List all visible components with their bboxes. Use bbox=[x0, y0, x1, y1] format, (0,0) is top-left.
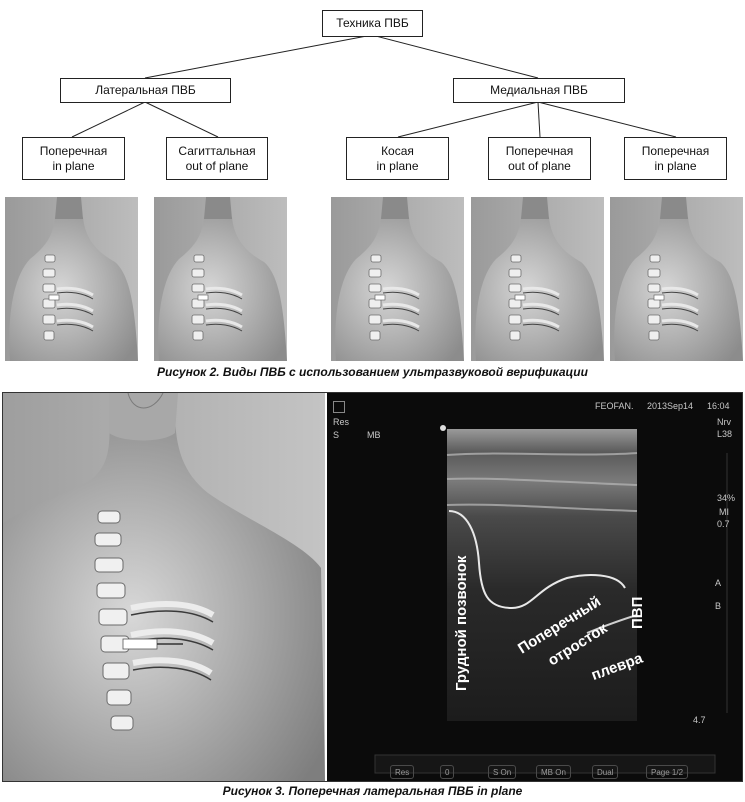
ultrasound-date: 2013Sep14 bbox=[647, 401, 694, 411]
ultrasound-name: FEOFAN. bbox=[595, 401, 634, 411]
ultrasound-icon-logo bbox=[333, 401, 345, 413]
us-bar-son: S On bbox=[488, 765, 517, 779]
tree-leaf-4: Поперечная out of plane bbox=[488, 137, 591, 180]
ultrasound-mb-label: MB bbox=[367, 430, 381, 440]
ultrasound-right-5: 0.7 bbox=[717, 519, 730, 529]
us-bar-page: Page 1/2 bbox=[646, 765, 689, 779]
ultrasound-depth: 4.7 bbox=[693, 715, 706, 725]
tree-leaf-5: Поперечная in plane bbox=[624, 137, 727, 180]
tree-leaf-3: Косая in plane bbox=[346, 137, 449, 180]
tree-medial-box: Медиальная ПВБ bbox=[453, 78, 625, 103]
label-thoracic-vertebra: Грудной позвонок bbox=[453, 555, 470, 691]
ultrasound-res-label: Res bbox=[333, 417, 350, 427]
ultrasound-right-2: L38 bbox=[717, 429, 733, 439]
us-bar-mbon: MB On bbox=[536, 765, 571, 779]
ultrasound-s-label: S bbox=[333, 430, 340, 440]
figure2-caption: Рисунок 2. Виды ПВБ с использованием уль… bbox=[157, 365, 588, 379]
ultrasound-right-6: A bbox=[715, 578, 722, 588]
label-pvp: ПВП bbox=[629, 596, 646, 629]
us-bar-res: Res bbox=[390, 765, 415, 779]
figure3-caption: Рисунок 3. Поперечная латеральная ПВБ in… bbox=[222, 784, 523, 798]
ultrasound-right-4: MI bbox=[719, 507, 729, 517]
ultrasound-right-3: 34% bbox=[717, 493, 736, 503]
ultrasound-right-7: B bbox=[715, 601, 722, 611]
ultrasound-right-1: Nrv bbox=[717, 417, 731, 427]
figure3-frame bbox=[2, 392, 743, 782]
tree-leaf-1: Поперечная in plane bbox=[22, 137, 125, 180]
tree-leaf-2: Сагиттальная out of plane bbox=[166, 137, 268, 180]
back-illustration-large bbox=[3, 393, 325, 781]
ultrasound-screen: Res S MB FEOFAN. 2013Sep14 16:04 Nrv L38… bbox=[327, 393, 742, 781]
us-bar-zero: 0 bbox=[440, 765, 455, 779]
tree-root-box: Техника ПВБ bbox=[322, 10, 423, 37]
back-illustration-3 bbox=[331, 197, 464, 361]
tree-lateral-box: Латеральная ПВБ bbox=[60, 78, 231, 103]
back-illustration-1 bbox=[5, 197, 138, 361]
back-illustration-2 bbox=[154, 197, 287, 361]
us-bar-dual: Dual bbox=[592, 765, 619, 779]
ultrasound-time: 16:04 bbox=[707, 401, 730, 411]
back-illustration-4 bbox=[471, 197, 604, 361]
tree-connectors bbox=[71, 34, 677, 138]
back-illustration-5 bbox=[610, 197, 743, 361]
